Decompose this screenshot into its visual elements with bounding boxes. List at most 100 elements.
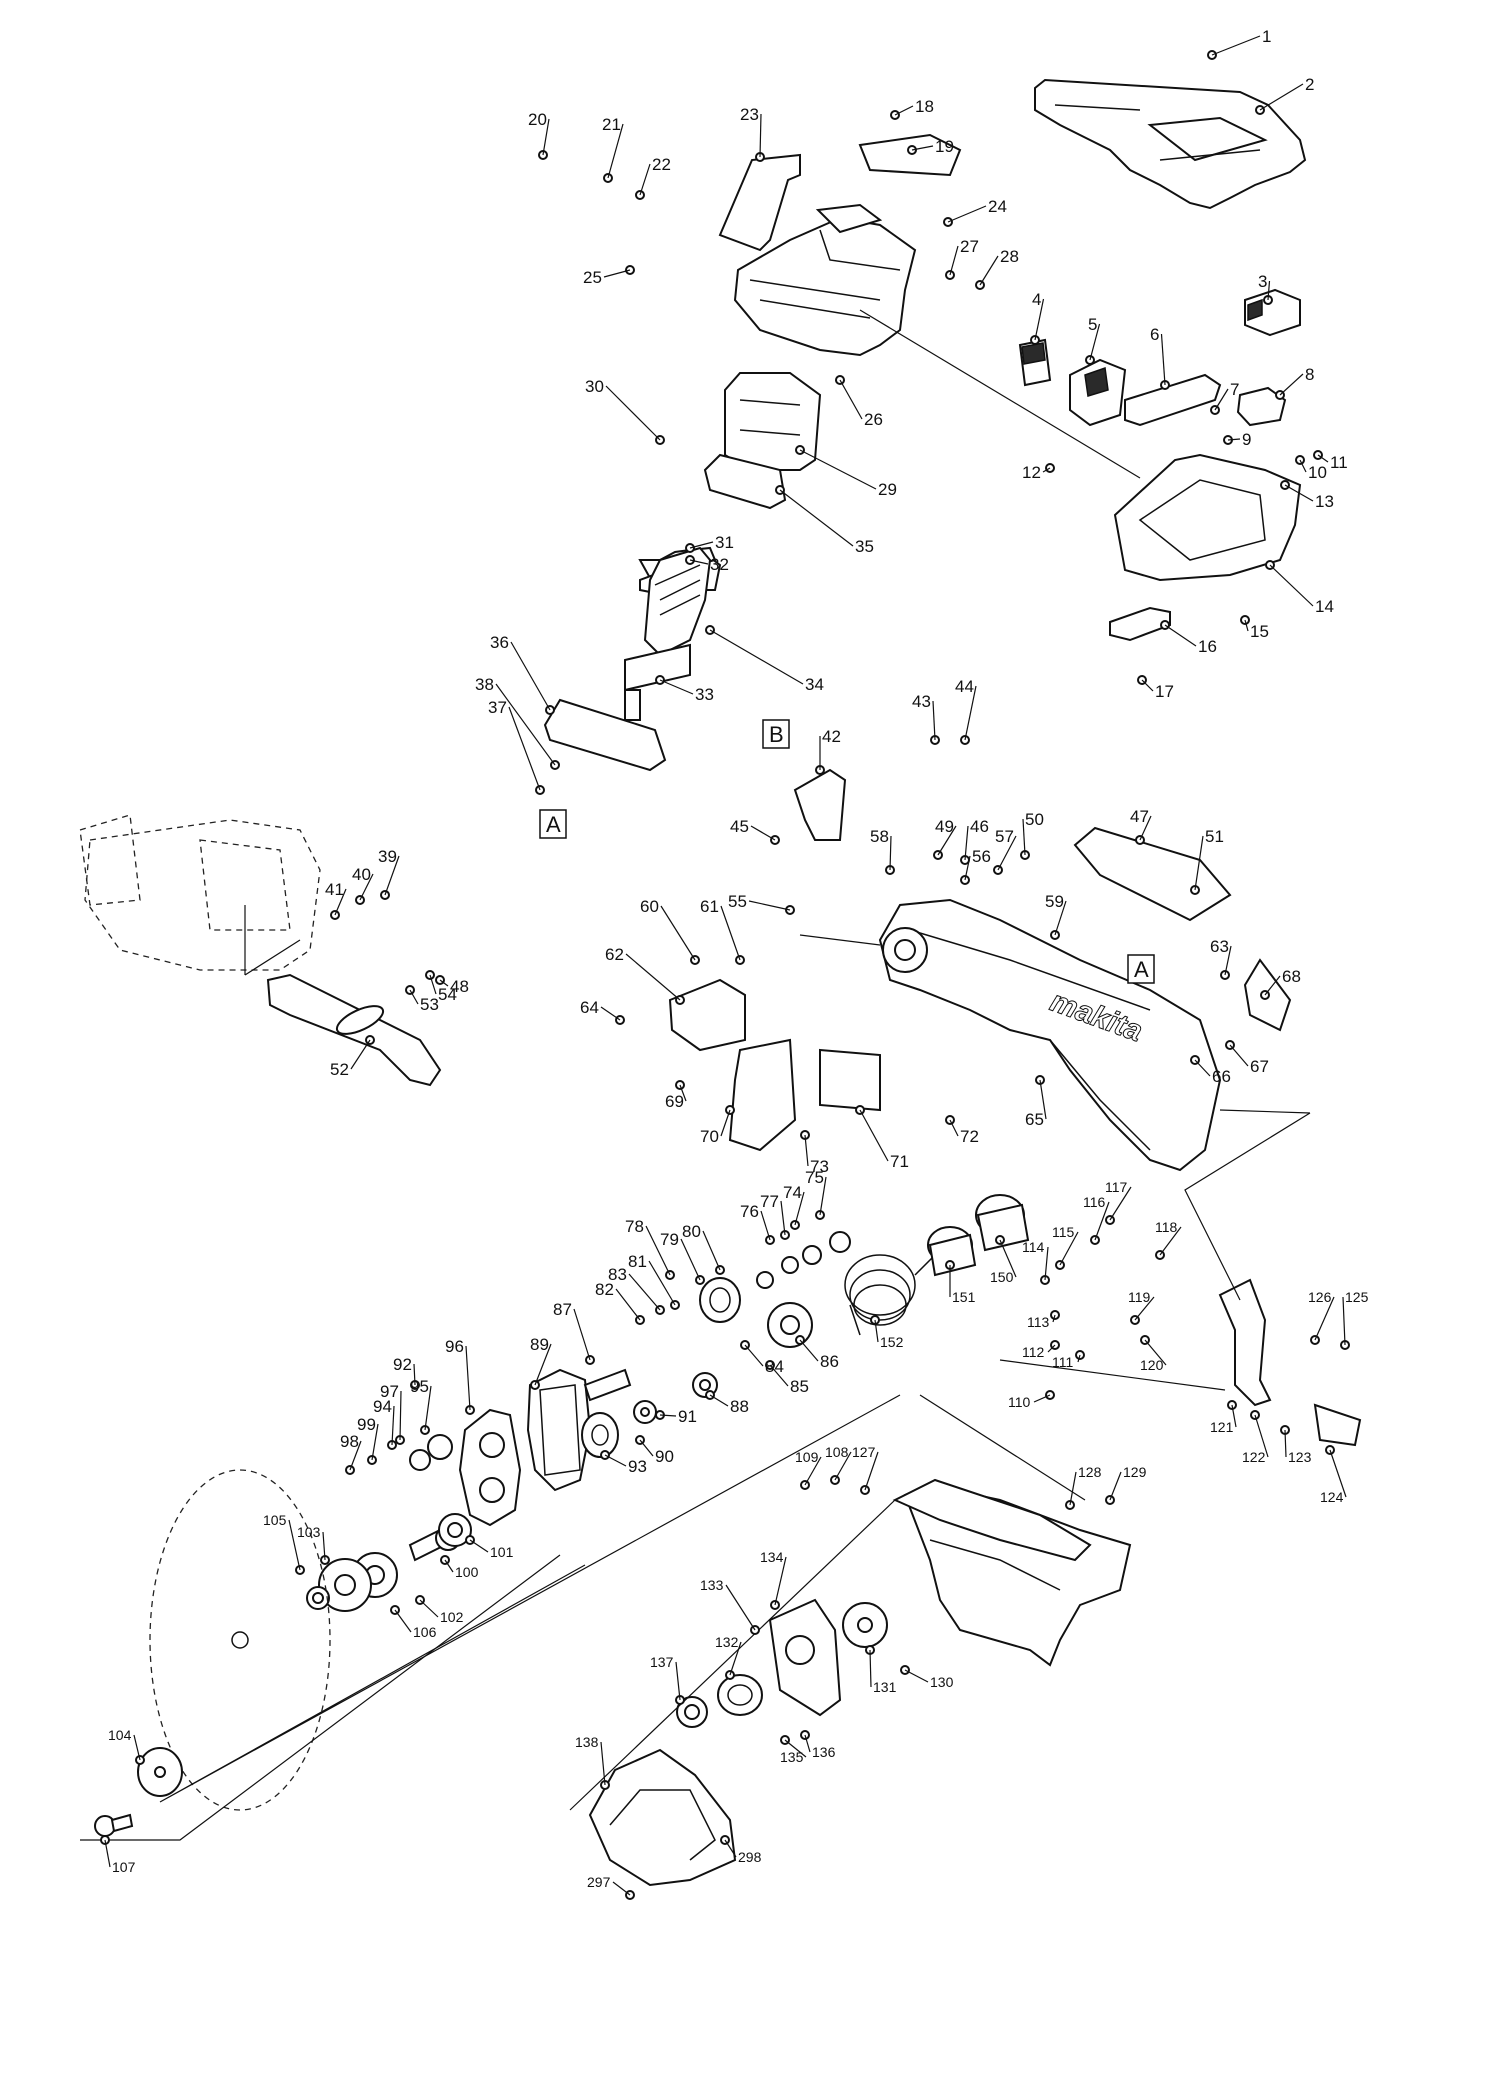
callout-label-117: 117 [1105, 1179, 1128, 1195]
callout-45: 45 [730, 817, 776, 841]
callout-37: 37 [488, 698, 541, 791]
callout-label-3: 3 [1258, 272, 1267, 291]
callout-leader-113 [1052, 1314, 1056, 1323]
callout-leader-30 [605, 385, 661, 441]
callout-leader-129 [1109, 1471, 1122, 1501]
callout-label-11: 11 [1330, 453, 1348, 472]
callout-label-22: 22 [652, 155, 671, 174]
callout-label-91: 91 [678, 1407, 697, 1426]
link-plate-52 [266, 973, 442, 1087]
callout-label-98: 98 [340, 1432, 359, 1451]
callout-leader-50 [1022, 818, 1026, 856]
handle-122 [1218, 1278, 1362, 1447]
callout-leader-70 [720, 1109, 731, 1137]
callout-leader-29 [799, 449, 877, 490]
callout-leader-15 [1244, 619, 1249, 632]
callout-label-59: 59 [1045, 892, 1064, 911]
callout-leader-66 [1194, 1059, 1211, 1077]
callout-leader-37 [508, 706, 541, 791]
callout-leader-61 [720, 905, 741, 961]
callout-label-121: 121 [1210, 1419, 1234, 1435]
callout-label-63: 63 [1210, 937, 1229, 956]
callout-106: 106 [394, 1609, 437, 1640]
callout-leader-1 [1211, 35, 1261, 56]
callout-32: 32 [689, 555, 729, 574]
callout-leader-3 [1267, 280, 1271, 301]
callout-leader-72 [949, 1119, 959, 1137]
callout-100: 100 [444, 1559, 479, 1580]
callout-leader-297 [612, 1881, 631, 1896]
callout-label-28: 28 [1000, 247, 1019, 266]
callout-label-6: 6 [1150, 325, 1159, 344]
callout-label-71: 71 [890, 1152, 909, 1171]
lower-guard-138 [588, 1748, 737, 1887]
callout-label-55: 55 [728, 892, 747, 911]
callout-label-128: 128 [1078, 1464, 1102, 1480]
callout-leader-133 [725, 1584, 756, 1631]
callout-73: 73 [804, 1134, 829, 1176]
callout-4: 4 [1032, 290, 1045, 341]
callout-101: 101 [469, 1539, 514, 1560]
callout-leader-117 [1109, 1186, 1132, 1221]
callout-label-88: 88 [730, 1397, 749, 1416]
callout-60: 60 [640, 897, 696, 961]
callout-12: 12 [1022, 463, 1051, 482]
top-handle-cover [1034, 78, 1307, 210]
callout-label-18: 18 [915, 97, 934, 116]
callout-label-137: 137 [650, 1654, 674, 1670]
callout-leader-24 [947, 205, 987, 223]
upper-motor-housing [733, 203, 917, 357]
callout-leader-116 [1094, 1201, 1110, 1241]
callout-leader-52 [350, 1039, 371, 1070]
callout-95: 95 [410, 1377, 432, 1431]
callout-8: 8 [1279, 365, 1314, 396]
callout-label-85: 85 [790, 1377, 809, 1396]
callout-label-16: 16 [1198, 637, 1217, 656]
callout-84: 84 [744, 1344, 784, 1376]
callout-2: 2 [1259, 75, 1314, 111]
callout-65: 65 [1025, 1079, 1047, 1129]
bolt-107 [94, 1813, 134, 1837]
callout-68: 68 [1264, 967, 1301, 996]
callout-leader-98 [349, 1440, 362, 1471]
callout-label-134: 134 [760, 1549, 784, 1565]
callout-29: 29 [799, 449, 897, 499]
callout-label-40: 40 [352, 865, 371, 884]
callout-leader-53 [409, 989, 419, 1005]
callout-11: 11 [1317, 453, 1348, 472]
armature-34 [624, 546, 722, 721]
callout-120: 120 [1140, 1339, 1167, 1373]
motor-assembly-outline [79, 814, 321, 971]
callout-leader-120 [1144, 1339, 1167, 1366]
callout-21: 21 [602, 115, 624, 179]
callout-leader-8 [1279, 373, 1304, 396]
callout-leader-68 [1264, 975, 1281, 996]
callout-leader-64 [600, 1006, 621, 1021]
callout-leader-31 [689, 541, 714, 549]
callout-leader-36 [510, 641, 551, 711]
callout-label-132: 132 [715, 1634, 739, 1650]
callout-leader-17 [1141, 679, 1154, 692]
callout-label-8: 8 [1305, 365, 1314, 384]
callout-leader-122 [1254, 1414, 1269, 1458]
callout-leader-124 [1329, 1449, 1347, 1498]
handle-base-14 [1113, 453, 1302, 582]
callout-112: 112 [1022, 1344, 1056, 1360]
callout-39: 39 [378, 847, 400, 896]
callout-38: 38 [475, 675, 556, 766]
callout-leader-101 [469, 1539, 489, 1553]
callout-119: 119 [1128, 1289, 1155, 1321]
callout-leader-40 [359, 873, 374, 901]
callout-leader-79 [680, 1238, 701, 1281]
callout-label-1: 1 [1262, 27, 1271, 46]
callout-label-79: 79 [660, 1230, 679, 1249]
callout-35: 35 [779, 489, 874, 556]
callout-leader-82 [615, 1288, 641, 1321]
callout-leader-69 [679, 1084, 687, 1102]
callout-124: 124 [1320, 1449, 1347, 1505]
spindle-87 [583, 1368, 632, 1402]
callout-64: 64 [580, 998, 621, 1021]
callout-leader-83 [628, 1273, 661, 1311]
switch-box-3 [1244, 288, 1301, 337]
callout-49: 49 [935, 817, 957, 856]
